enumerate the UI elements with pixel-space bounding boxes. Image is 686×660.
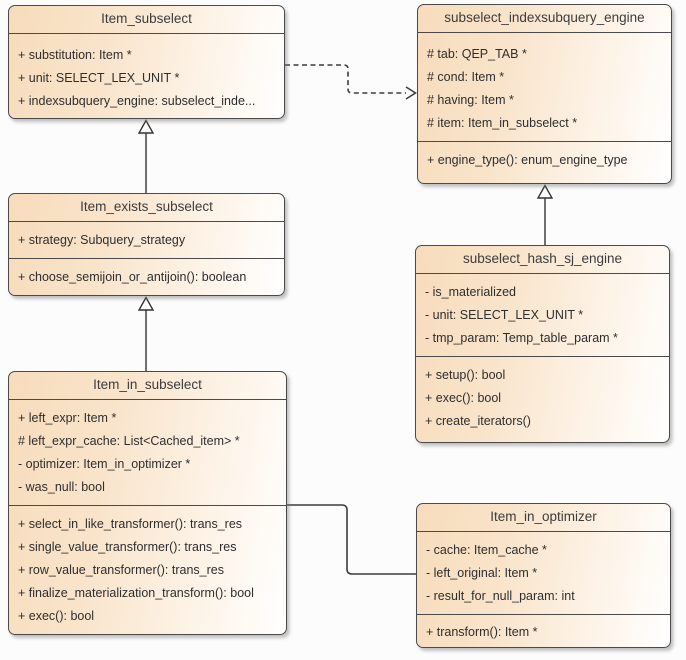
methods-section: + select_in_like_transformer(): trans_re… xyxy=(9,505,286,634)
attributes-section: - cache: Item_cache * - left_original: I… xyxy=(417,532,670,614)
class-title: subselect_indexsubquery_engine xyxy=(418,5,671,33)
method-row: + select_in_like_transformer(): trans_re… xyxy=(18,517,243,531)
generalization-triangle-arrowhead-icon xyxy=(137,119,155,134)
attribute-row: # tab: QEP_TAB * xyxy=(427,47,527,61)
attribute-row: - tmp_param: Temp_table_param * xyxy=(425,331,618,345)
attributes-section: # tab: QEP_TAB * # cond: Item * # having… xyxy=(418,33,671,141)
class-subselect-indexsubquery-engine: subselect_indexsubquery_engine # tab: QE… xyxy=(417,4,672,184)
attribute-row: - optimizer: Item_in_optimizer * xyxy=(18,457,191,471)
methods-section: + choose_semijoin_or_antijoin(): boolean xyxy=(9,258,284,295)
class-subselect-hash-sj-engine: subselect_hash_sj_engine - is_materializ… xyxy=(415,245,670,443)
dependency-open-arrowhead-icon xyxy=(405,86,417,100)
attribute-row: - is_materialized xyxy=(425,285,517,299)
class-item-in-optimizer: Item_in_optimizer - cache: Item_cache * … xyxy=(416,503,671,648)
method-row: + choose_semijoin_or_antijoin(): boolean xyxy=(18,270,247,284)
method-row: + single_value_transformer(): trans_res xyxy=(18,540,237,554)
attribute-row: - was_null: bool xyxy=(18,480,105,494)
class-title: Item_in_optimizer xyxy=(417,504,670,532)
attribute-row: + left_expr: Item * xyxy=(18,411,117,425)
generalization-triangle-arrowhead-icon xyxy=(137,296,155,311)
method-row: + exec(): bool xyxy=(425,391,502,405)
method-row: + finalize_materialization_transform(): … xyxy=(18,586,254,600)
class-item-subselect: Item_subselect + substitution: Item * + … xyxy=(8,5,285,119)
attributes-section: + substitution: Item * + unit: SELECT_LE… xyxy=(9,34,284,119)
method-row: + exec(): bool xyxy=(18,609,95,623)
attribute-row: # cond: Item * xyxy=(427,70,505,84)
class-item-in-subselect: Item_in_subselect + left_expr: Item * # … xyxy=(8,371,287,635)
attribute-row: + substitution: Item * xyxy=(18,48,132,62)
attribute-row: + unit: SELECT_LEX_UNIT * xyxy=(18,71,180,85)
method-row: + create_iterators() xyxy=(425,414,531,428)
attribute-row: - unit: SELECT_LEX_UNIT * xyxy=(425,308,584,322)
method-row: + transform(): Item * xyxy=(426,625,538,639)
class-title: subselect_hash_sj_engine xyxy=(416,246,669,274)
attributes-section: + left_expr: Item * # left_expr_cache: L… xyxy=(9,400,286,505)
attribute-row: # item: Item_in_subselect * xyxy=(427,116,578,130)
dependency-edge xyxy=(285,64,406,94)
methods-section: + setup(): bool + exec(): bool + create_… xyxy=(416,356,669,442)
method-row: + setup(): bool xyxy=(425,368,506,382)
class-title: Item_in_subselect xyxy=(9,372,286,400)
attributes-section: - is_materialized - unit: SELECT_LEX_UNI… xyxy=(416,274,669,356)
association-edge-in-subselect-to-optimizer xyxy=(287,504,416,575)
class-title: Item_exists_subselect xyxy=(9,194,284,222)
attribute-row: - cache: Item_cache * xyxy=(426,543,547,557)
attribute-row: # having: Item * xyxy=(427,93,514,107)
attribute-row: - left_original: Item * xyxy=(426,566,538,580)
class-item-exists-subselect: Item_exists_subselect + strategy: Subque… xyxy=(8,193,285,296)
attribute-row: - result_for_null_param: int xyxy=(426,589,575,603)
generalization-triangle-arrowhead-icon xyxy=(536,184,554,199)
methods-section: + engine_type(): enum_engine_type xyxy=(418,141,671,183)
attributes-section: + strategy: Subquery_strategy xyxy=(9,222,284,258)
attribute-row: + strategy: Subquery_strategy xyxy=(18,233,186,247)
method-row: + row_value_transformer(): trans_res xyxy=(18,563,224,577)
method-row: + engine_type(): enum_engine_type xyxy=(427,153,628,167)
attribute-row: + indexsubquery_engine: subselect_inde..… xyxy=(18,94,256,108)
methods-section: + transform(): Item * xyxy=(417,614,670,648)
attribute-row: # left_expr_cache: List<Cached_item> * xyxy=(18,434,240,448)
class-title: Item_subselect xyxy=(9,6,284,34)
